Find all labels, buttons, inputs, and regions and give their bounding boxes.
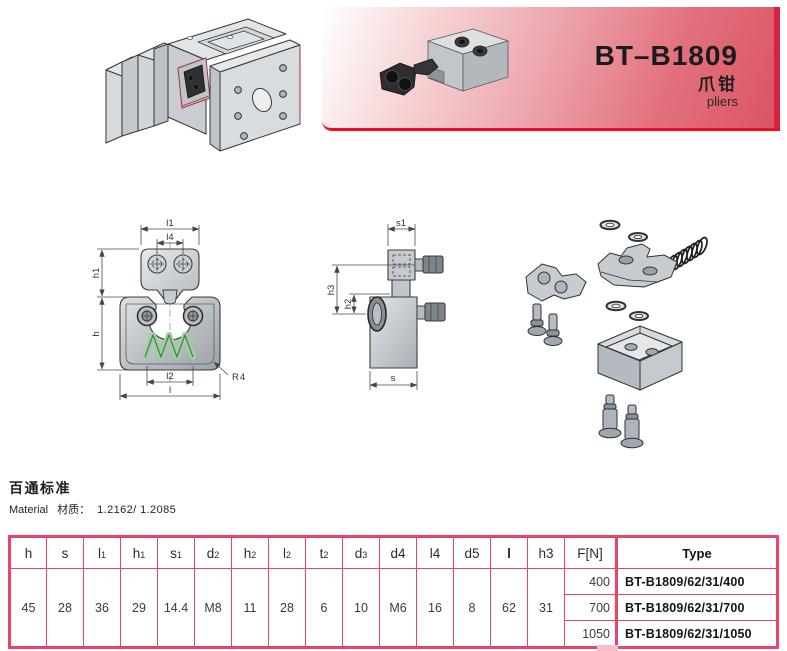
side-view-dimensions xyxy=(332,224,418,390)
mounting-screws xyxy=(598,394,644,449)
dim-label-r4: R4 xyxy=(232,372,246,383)
product-photo xyxy=(379,28,510,96)
neck xyxy=(162,289,178,305)
dim-label-l4: l4 xyxy=(166,232,173,243)
dim-label-h: h xyxy=(91,331,102,336)
cell-d3: 10 xyxy=(342,568,380,648)
product-model: BT–B1809 xyxy=(594,40,738,71)
exploded-view-drawing xyxy=(525,219,708,449)
dim-label-l2: l2 xyxy=(166,371,173,382)
jaw-part xyxy=(597,243,678,288)
cell-l4: 16 xyxy=(416,568,454,648)
washers-middle xyxy=(605,300,649,321)
iso-left-plates xyxy=(105,42,179,144)
col-header-d4: d4 xyxy=(379,536,417,569)
material-label-cn: 材质： xyxy=(57,504,91,516)
cell-d2: M8 xyxy=(194,568,232,648)
gripper-block-photo xyxy=(426,28,510,92)
col-header-s: s xyxy=(46,536,84,569)
header-row: h s l1 h1 s1 d2 h2 l2 t2 d3 d4 l4 d5 l h… xyxy=(9,536,778,569)
col-header-l2: l2 xyxy=(268,536,306,569)
col-header-h1: h1 xyxy=(120,536,158,569)
cell-force-700: 700 xyxy=(564,594,617,621)
col-header-l: l xyxy=(490,536,528,569)
cell-l2: 28 xyxy=(268,568,306,648)
banner-edge-stripe xyxy=(774,7,780,128)
page-footer-marker xyxy=(597,645,618,651)
dim-label-h2: h2 xyxy=(343,299,354,310)
housing-block xyxy=(597,325,683,391)
col-header-l1: l1 xyxy=(83,536,121,569)
claw-screws xyxy=(527,303,563,346)
col-header-type: Type xyxy=(615,536,778,569)
col-header-d3: d3 xyxy=(342,536,380,569)
claw-pieces-photo xyxy=(379,58,439,96)
side-view-part xyxy=(367,249,446,369)
product-banner: BT–B1809 爪钳 pliers xyxy=(322,7,780,131)
product-name-en: pliers xyxy=(706,94,738,109)
col-header-s1: s1 xyxy=(157,536,195,569)
side-view-drawing: s1 h3 h2 s xyxy=(326,218,446,390)
iso-gripper-unit xyxy=(177,57,211,109)
col-header-d5: d5 xyxy=(453,536,491,569)
iso-main-block xyxy=(167,18,287,135)
material-value: 1.2162/ 1.2085 xyxy=(97,504,177,516)
dim-label-l1: l1 xyxy=(166,218,173,229)
dim-label-h3: h3 xyxy=(326,285,337,296)
col-header-h2: h2 xyxy=(231,536,269,569)
front-view-drawing: l1 l4 h1 h l2 l R4 xyxy=(91,218,246,400)
cell-s1: 14.4 xyxy=(157,568,195,648)
cell-l: 62 xyxy=(490,568,528,648)
col-header-l4: l4 xyxy=(416,536,454,569)
table-row: 700 BT-B1809/62/31/700 xyxy=(10,594,778,621)
product-name-cn: 爪钳 xyxy=(698,75,738,94)
dim-label-l: l xyxy=(169,385,171,396)
col-header-t2: t2 xyxy=(305,536,343,569)
front-view-dimensions xyxy=(97,225,229,400)
col-header-d2: d2 xyxy=(194,536,232,569)
material-line: Material 材质： 1.2162/ 1.2085 xyxy=(9,501,176,517)
cell-d5: 8 xyxy=(453,568,491,648)
col-header-h3: h3 xyxy=(527,536,565,569)
washers-top xyxy=(599,219,648,242)
material-label-en: Material xyxy=(9,504,49,516)
cell-force-400: 400 xyxy=(564,568,617,595)
side-view-dim-labels: s1 h3 h2 s xyxy=(326,218,406,384)
claw-part xyxy=(525,263,587,302)
standard-title: 百通标准 xyxy=(9,480,71,496)
cell-type-700: BT-B1809/62/31/700 xyxy=(615,594,778,621)
banner-text: BT–B1809 爪钳 pliers xyxy=(594,40,738,110)
iso-front-plate xyxy=(209,39,301,152)
cell-t2: 6 xyxy=(305,568,343,648)
dim-label-s1: s1 xyxy=(396,218,406,229)
cell-l1: 36 xyxy=(83,568,121,648)
col-header-fn: F[N] xyxy=(564,536,617,569)
front-view-part xyxy=(119,242,221,382)
front-view-dim-labels: l1 l4 h1 h l2 l R4 xyxy=(91,218,246,396)
isometric-assembly-drawing xyxy=(105,18,301,152)
table-row: 1050 BT-B1809/62/31/1050 xyxy=(10,620,778,648)
cell-h3: 31 xyxy=(527,568,565,648)
col-header-h: h xyxy=(9,536,47,569)
cell-h: 45 xyxy=(9,568,47,648)
spec-table: h s l1 h1 s1 d2 h2 l2 t2 d3 d4 l4 d5 l h… xyxy=(8,535,779,649)
cell-s: 28 xyxy=(46,568,84,648)
dim-label-s: s xyxy=(391,373,396,384)
cell-h1: 29 xyxy=(120,568,158,648)
spring xyxy=(142,332,196,360)
cell-h2: 11 xyxy=(231,568,269,648)
dim-label-h1: h1 xyxy=(91,268,102,279)
cell-force-1050: 1050 xyxy=(564,620,617,648)
cell-d4: M6 xyxy=(379,568,417,648)
cell-type-400: BT-B1809/62/31/400 xyxy=(615,568,778,595)
cell-type-1050: BT-B1809/62/31/1050 xyxy=(615,620,778,648)
table-row: 45 28 36 29 14.4 M8 11 28 6 10 M6 16 8 6… xyxy=(9,568,778,648)
